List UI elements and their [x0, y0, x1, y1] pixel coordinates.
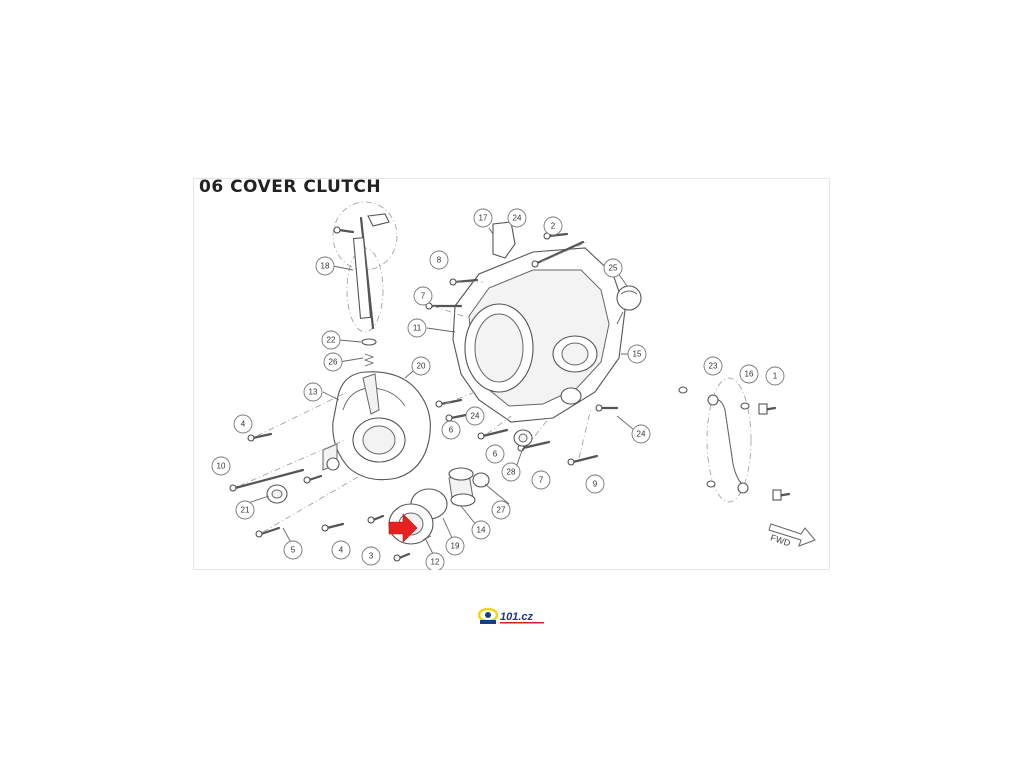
svg-text:19: 19: [451, 542, 460, 551]
svg-text:24: 24: [637, 430, 646, 439]
callout-22: 22: [321, 330, 341, 350]
svg-text:6: 6: [449, 426, 454, 435]
callout-16: 16: [739, 364, 759, 384]
callout-18: 18: [315, 256, 335, 276]
callout-4a: 4: [233, 414, 253, 434]
svg-text:20: 20: [417, 362, 426, 371]
svg-text:4: 4: [339, 546, 344, 555]
svg-text:7: 7: [539, 476, 544, 485]
svg-text:3: 3: [369, 552, 374, 561]
callout-2: 2: [543, 216, 563, 236]
svg-text:28: 28: [507, 468, 516, 477]
svg-text:1: 1: [773, 372, 778, 381]
callout-21: 21: [235, 500, 255, 520]
oil-hose-group: FWD: [678, 377, 816, 548]
callout-25: 25: [603, 258, 623, 278]
callout-13: 13: [303, 382, 323, 402]
svg-text:7: 7: [421, 292, 426, 301]
callout-26: 26: [323, 352, 343, 372]
shift-shaft-group: [332, 201, 398, 367]
callout-27: 27: [491, 500, 511, 520]
exploded-parts-diagram: 06 COVER CLUTCH: [193, 178, 830, 570]
svg-text:17: 17: [479, 214, 488, 223]
svg-text:27: 27: [497, 506, 506, 515]
svg-text:4: 4: [241, 420, 246, 429]
svg-text:15: 15: [633, 350, 642, 359]
svg-text:16: 16: [745, 370, 754, 379]
callout-1: 1: [765, 366, 785, 386]
callout-8: 8: [429, 250, 449, 270]
callout-15: 15: [627, 344, 647, 364]
callout-7a: 7: [413, 286, 433, 306]
svg-text:5: 5: [291, 546, 296, 555]
callout-24c: 24: [631, 424, 651, 444]
site-logo: 101.cz: [477, 606, 548, 626]
svg-text:6: 6: [493, 450, 498, 459]
bolts: [229, 232, 619, 562]
svg-text:10: 10: [217, 462, 226, 471]
callout-6b: 6: [485, 444, 505, 464]
svg-text:23: 23: [709, 362, 718, 371]
callout-4b: 4: [331, 540, 351, 560]
callout-3: 3: [361, 546, 381, 566]
callout-19: 19: [445, 536, 465, 556]
clutch-inner-cover: [322, 371, 431, 481]
callout-24a: 24: [507, 208, 527, 228]
svg-text:21: 21: [241, 506, 250, 515]
callout-5: 5: [283, 540, 303, 560]
callout-12: 12: [425, 552, 445, 570]
callout-28: 28: [501, 462, 521, 482]
callout-7b: 7: [531, 470, 551, 490]
svg-text:2: 2: [551, 222, 556, 231]
clutch-outer-cover: [452, 221, 642, 423]
logo-icon: 101.cz: [477, 607, 544, 624]
red-arrow-icon: [388, 513, 418, 543]
svg-text:26: 26: [329, 358, 338, 367]
callout-20: 20: [411, 356, 431, 376]
svg-text:22: 22: [327, 336, 336, 345]
callout-17: 17: [473, 208, 493, 228]
callout-10: 10: [211, 456, 231, 476]
svg-text:18: 18: [321, 262, 330, 271]
callout-24b: 24: [465, 406, 485, 426]
callout-23: 23: [703, 356, 723, 376]
diagram-frame: 06 COVER CLUTCH: [193, 178, 830, 570]
diagram-title: 06 COVER CLUTCH: [199, 178, 381, 197]
callout-9: 9: [585, 474, 605, 494]
svg-text:8: 8: [437, 256, 442, 265]
svg-text:24: 24: [471, 412, 480, 421]
svg-text:25: 25: [609, 264, 618, 273]
callout-6a: 6: [441, 420, 461, 440]
svg-text:13: 13: [309, 388, 318, 397]
svg-text:24: 24: [513, 214, 522, 223]
frame-border: [193, 178, 830, 570]
svg-text:14: 14: [477, 526, 486, 535]
svg-text:11: 11: [413, 324, 422, 333]
svg-text:9: 9: [593, 480, 598, 489]
callout-14: 14: [471, 520, 491, 540]
logo-text: 101.cz: [500, 611, 534, 623]
alignment-lines: [238, 241, 592, 533]
callout-11: 11: [407, 318, 427, 338]
svg-text:12: 12: [431, 558, 440, 567]
